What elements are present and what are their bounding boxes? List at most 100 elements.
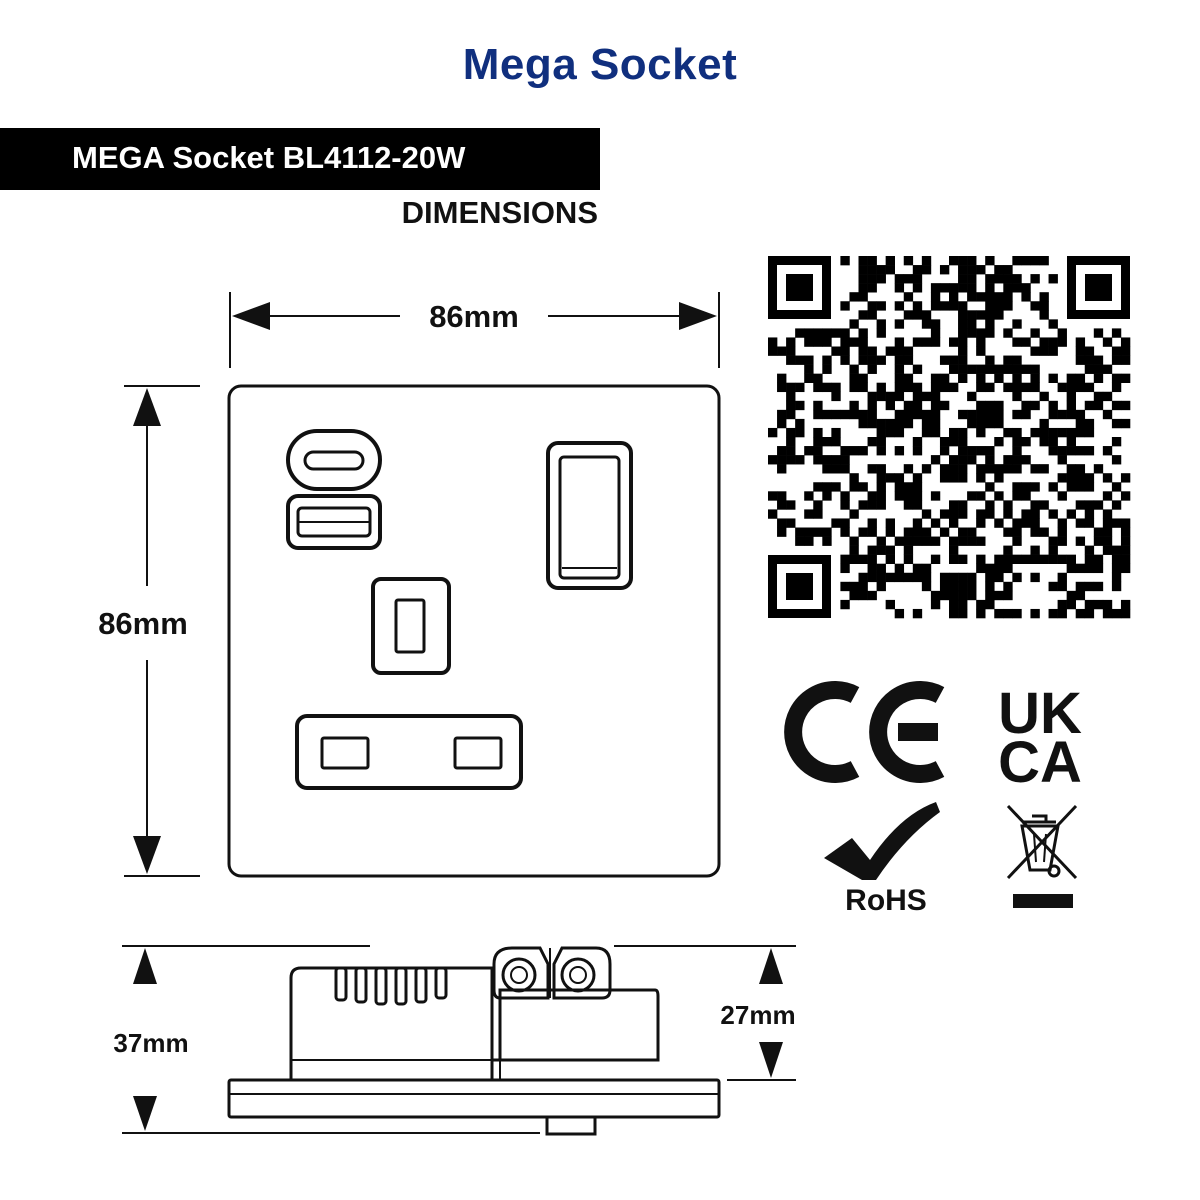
qr-module xyxy=(1084,355,1095,365)
qr-module xyxy=(976,473,986,483)
qr-module xyxy=(958,337,968,347)
qr-module xyxy=(1120,518,1131,528)
qr-module xyxy=(1066,482,1076,492)
qr-module xyxy=(876,328,886,338)
qr-module xyxy=(822,527,832,537)
total-depth-label: 37mm xyxy=(113,1028,188,1058)
qr-module xyxy=(840,337,850,347)
qr-module xyxy=(930,536,941,546)
qr-module xyxy=(1102,391,1113,402)
section-label: DIMENSIONS xyxy=(401,195,598,230)
qr-module xyxy=(1075,355,1086,365)
qr-module xyxy=(994,409,1004,420)
qr-module xyxy=(930,391,941,402)
qr-module xyxy=(1093,599,1104,610)
qr-module xyxy=(840,446,850,456)
qr-module xyxy=(921,265,932,275)
qr-module xyxy=(1012,527,1022,537)
qr-module xyxy=(777,346,787,356)
qr-module xyxy=(912,500,923,510)
live-neutral-slots xyxy=(295,714,523,790)
qr-module xyxy=(768,491,778,501)
qr-module xyxy=(858,355,868,365)
qr-module xyxy=(849,337,859,347)
qr-module xyxy=(1039,301,1049,311)
qr-module xyxy=(1057,527,1067,537)
qr-module xyxy=(822,455,832,465)
qr-module xyxy=(1084,364,1095,374)
qr-module xyxy=(994,437,1004,447)
qr-module xyxy=(1039,527,1049,537)
qr-module xyxy=(912,409,923,420)
qr-module xyxy=(949,572,959,583)
qr-module xyxy=(885,400,895,411)
qr-module xyxy=(894,283,905,293)
qr-module xyxy=(849,581,859,592)
qr-module xyxy=(939,509,950,519)
qr-module xyxy=(849,364,859,374)
qr-module xyxy=(1048,274,1058,284)
qr-module xyxy=(1093,391,1104,402)
qr-module xyxy=(1066,437,1076,447)
qr-module xyxy=(1048,427,1058,438)
qr-module xyxy=(976,608,986,619)
qr-module xyxy=(949,509,959,519)
qr-module xyxy=(1030,346,1040,356)
qr-module xyxy=(813,509,823,519)
qr-module xyxy=(1039,337,1049,347)
qr-module xyxy=(967,283,977,293)
qr-module xyxy=(1075,500,1086,510)
qr-module xyxy=(858,274,868,284)
qr-module xyxy=(1102,491,1113,501)
qr-module xyxy=(1003,283,1013,293)
qr-module xyxy=(858,265,868,275)
qr-module xyxy=(967,446,977,456)
qr-module xyxy=(912,572,923,583)
qr-module xyxy=(1120,373,1131,383)
qr-code-icon xyxy=(768,256,1131,619)
qr-module xyxy=(921,256,932,266)
qr-module xyxy=(1030,482,1040,492)
qr-module xyxy=(858,337,868,347)
qr-module xyxy=(1084,599,1095,610)
qr-module xyxy=(1084,554,1095,564)
qr-module xyxy=(1120,346,1131,356)
qr-module xyxy=(958,355,968,365)
qr-module xyxy=(831,482,841,492)
qr-module xyxy=(1030,518,1040,528)
qr-module xyxy=(976,328,986,338)
qr-module xyxy=(1075,346,1086,356)
qr-module xyxy=(967,409,977,420)
qr-module xyxy=(1102,337,1113,347)
qr-module xyxy=(813,400,823,411)
qr-module xyxy=(858,581,868,592)
qr-module xyxy=(939,464,950,474)
qr-module xyxy=(840,581,850,592)
qr-module xyxy=(1057,446,1067,456)
qr-module xyxy=(831,455,841,465)
qr-module xyxy=(1120,337,1131,347)
qr-module xyxy=(903,382,914,393)
qr-module xyxy=(930,400,941,411)
qr-module xyxy=(1093,581,1104,592)
qr-module xyxy=(849,319,859,329)
qr-module xyxy=(1066,373,1076,383)
qr-module xyxy=(939,400,950,411)
qr-module xyxy=(949,581,959,592)
qr-module xyxy=(1048,608,1058,619)
qr-module xyxy=(768,346,778,356)
qr-module xyxy=(786,446,796,456)
qr-module xyxy=(985,292,995,302)
qr-module xyxy=(795,536,805,546)
qr-module xyxy=(1111,400,1122,411)
qr-module xyxy=(885,473,895,483)
qr-module xyxy=(930,319,941,329)
qr-module xyxy=(1048,437,1058,447)
qr-module xyxy=(885,545,895,555)
qr-module xyxy=(885,265,895,275)
qr-module xyxy=(985,509,995,519)
qr-module xyxy=(958,500,968,510)
qr-module xyxy=(786,382,796,393)
qr-module xyxy=(903,554,914,564)
qr-module xyxy=(958,554,968,564)
